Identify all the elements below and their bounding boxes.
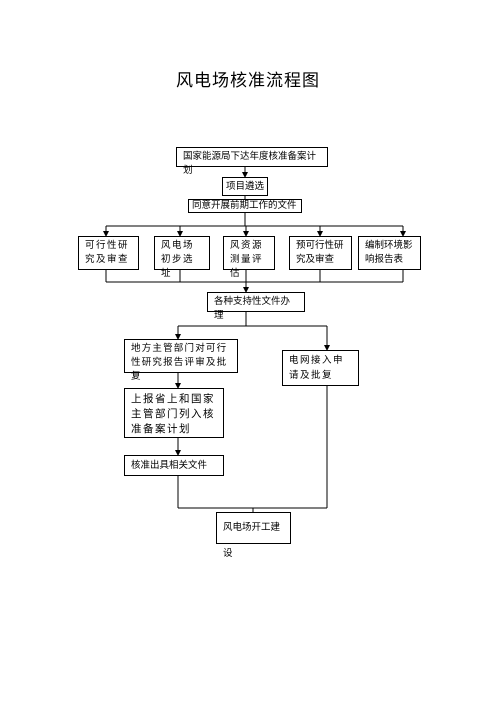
node-prefeasibility: 预可行性研究及审查 (289, 236, 352, 270)
node-feasibility: 可行性研究及审查 (78, 236, 139, 270)
node-approve: 核准出具相关文件 (124, 455, 224, 476)
node-local: 地方主管部门对可行性研究报告评审及批复 (124, 339, 238, 382)
page-title: 风电场核准流程图 (176, 71, 320, 91)
node-resource: 风资源测量评估 (223, 236, 275, 279)
node-agree: 同意开展前期工作的文件 (188, 199, 302, 213)
node-eia: 编制环境影响报告表 (358, 236, 421, 270)
node-support: 各种支持性文件办理 (207, 292, 305, 321)
node-construct: 风电场开工建设 (216, 512, 291, 559)
node-grid: 电网接入申请及批复 (282, 350, 359, 386)
node-plan: 国家能源局下达年度核准备案计划 (176, 147, 328, 176)
node-site: 风电场初步选址 (154, 236, 210, 279)
node-report: 上报省上和国家主管部门列入核准备案计划 (124, 388, 224, 438)
node-select: 项目遴选 (222, 177, 268, 196)
